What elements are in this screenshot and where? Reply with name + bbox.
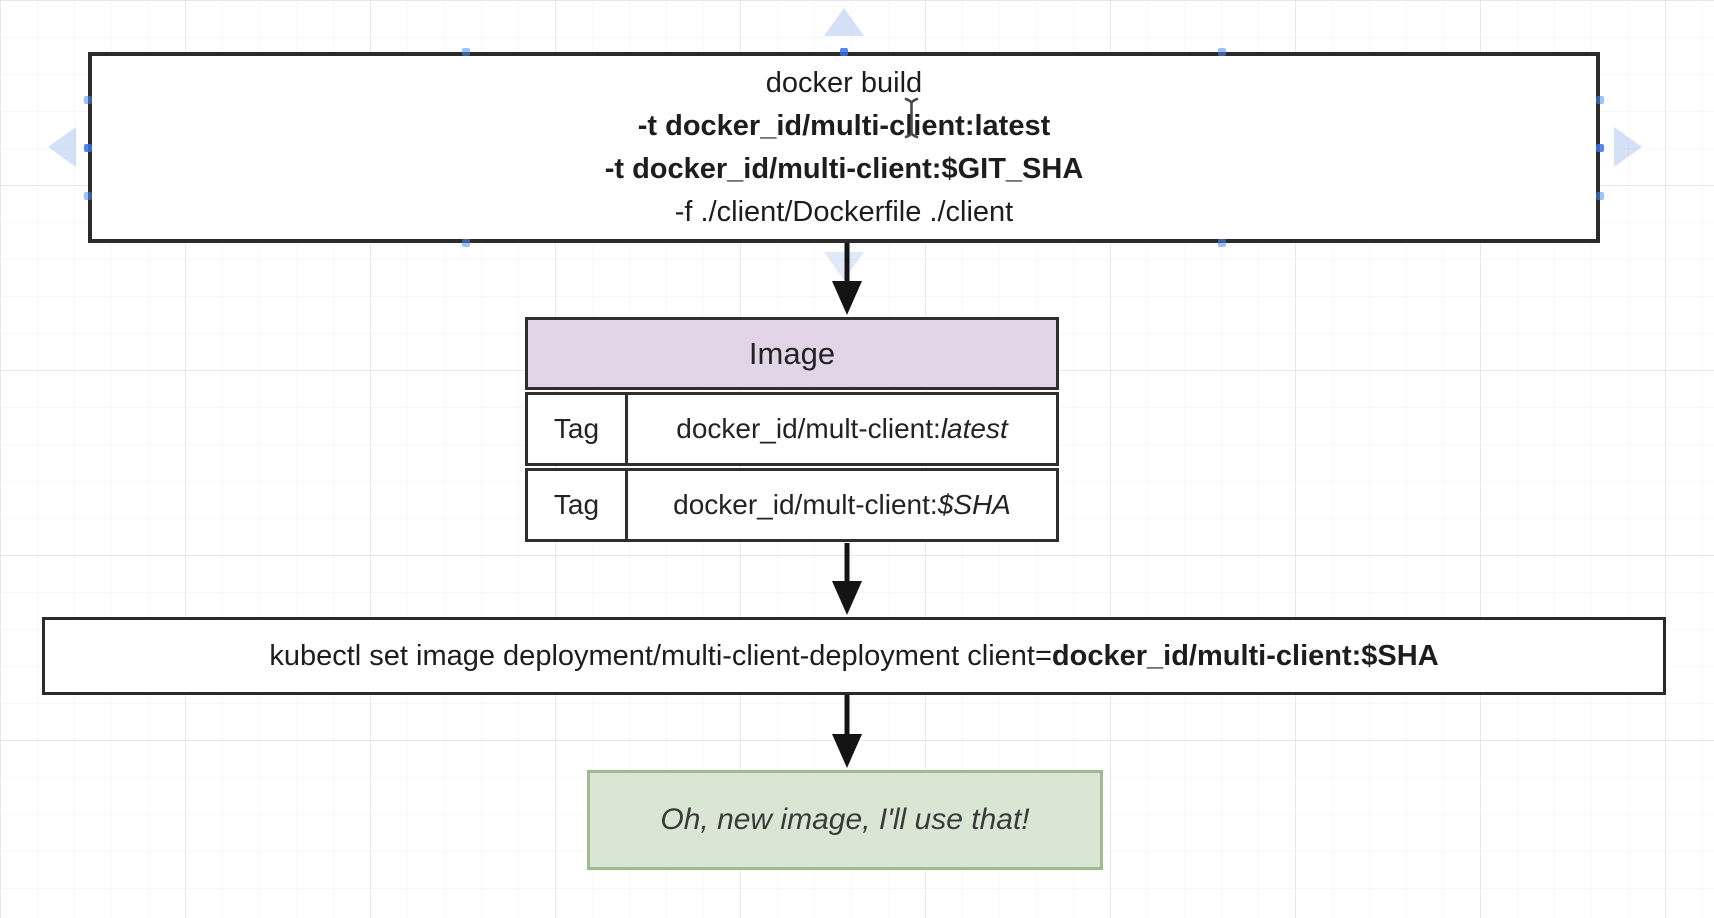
build-line-3: -t docker_id/multi-client:$GIT_SHA	[604, 152, 1084, 185]
arrow-build-to-image[interactable]	[830, 243, 864, 315]
arrow-head-icon	[832, 734, 862, 768]
connection-point[interactable]	[462, 239, 470, 247]
tag-key-cell: Tag	[528, 471, 628, 539]
connection-point[interactable]	[1596, 144, 1604, 152]
build-line-2: -t docker_id/multi-client:latest	[637, 109, 1051, 142]
arrow-stem	[844, 243, 850, 287]
tag-value-cell: docker_id/mult-client:latest	[628, 395, 1056, 463]
direction-arrow-down-icon[interactable]	[824, 252, 864, 280]
connection-point[interactable]	[1218, 239, 1226, 247]
connection-point[interactable]	[462, 48, 470, 56]
connection-point[interactable]	[1596, 192, 1604, 200]
text-cursor-icon	[903, 97, 920, 144]
docker-build-label: docker build -t docker_id/multi-client:l…	[605, 62, 1084, 234]
table-row[interactable]: Tag docker_id/mult-client:latest	[525, 392, 1059, 466]
build-line-1: docker build	[765, 66, 923, 99]
tag-value-cell: docker_id/mult-client:$SHA	[628, 471, 1056, 539]
note-shape[interactable]: Oh, new image, I'll use that!	[587, 770, 1103, 870]
build-line-4: -f ./client/Dockerfile ./client	[674, 195, 1014, 228]
direction-arrow-left-icon[interactable]	[48, 127, 76, 167]
tag-key-label: Tag	[553, 413, 600, 444]
kubectl-shape[interactable]: kubectl set image deployment/multi-clien…	[42, 617, 1666, 695]
tag-key-cell: Tag	[528, 395, 628, 463]
image-table-shape[interactable]: Image Tag docker_id/mult-client:latest T…	[525, 317, 1059, 542]
docker-build-shape[interactable]: docker build -t docker_id/multi-client:l…	[88, 52, 1600, 243]
direction-arrow-up-icon[interactable]	[824, 8, 864, 36]
tag-value-italic: latest	[940, 413, 1008, 444]
connection-point[interactable]	[84, 96, 92, 104]
arrow-head-icon	[832, 581, 862, 615]
arrow-image-to-kubectl[interactable]	[830, 543, 864, 615]
arrow-stem	[844, 543, 850, 587]
image-table-header[interactable]: Image	[525, 317, 1059, 390]
kubectl-text-regular: kubectl set image deployment/multi-clien…	[269, 639, 1052, 672]
note-label: Oh, new image, I'll use that!	[660, 803, 1030, 836]
tag-key-label: Tag	[553, 489, 600, 520]
kubectl-text-bold: docker_id/multi-client:$SHA	[1051, 639, 1439, 672]
tag-value-prefix: docker_id/mult-client:	[676, 413, 941, 444]
connection-point[interactable]	[840, 48, 848, 56]
arrow-head-icon	[832, 281, 862, 315]
arrow-kubectl-to-note[interactable]	[830, 695, 864, 768]
connection-point[interactable]	[1596, 96, 1604, 104]
image-table-title: Image	[748, 335, 836, 371]
kubectl-label: kubectl set image deployment/multi-clien…	[269, 640, 1438, 673]
tag-value-prefix: docker_id/mult-client:	[673, 489, 938, 520]
arrow-stem	[844, 695, 850, 740]
connection-point[interactable]	[84, 192, 92, 200]
connection-point[interactable]	[1218, 48, 1226, 56]
tag-value-italic: $SHA	[937, 489, 1011, 520]
connection-point[interactable]	[84, 144, 92, 152]
table-row[interactable]: Tag docker_id/mult-client:$SHA	[525, 468, 1059, 542]
direction-arrow-right-icon[interactable]	[1614, 127, 1642, 167]
